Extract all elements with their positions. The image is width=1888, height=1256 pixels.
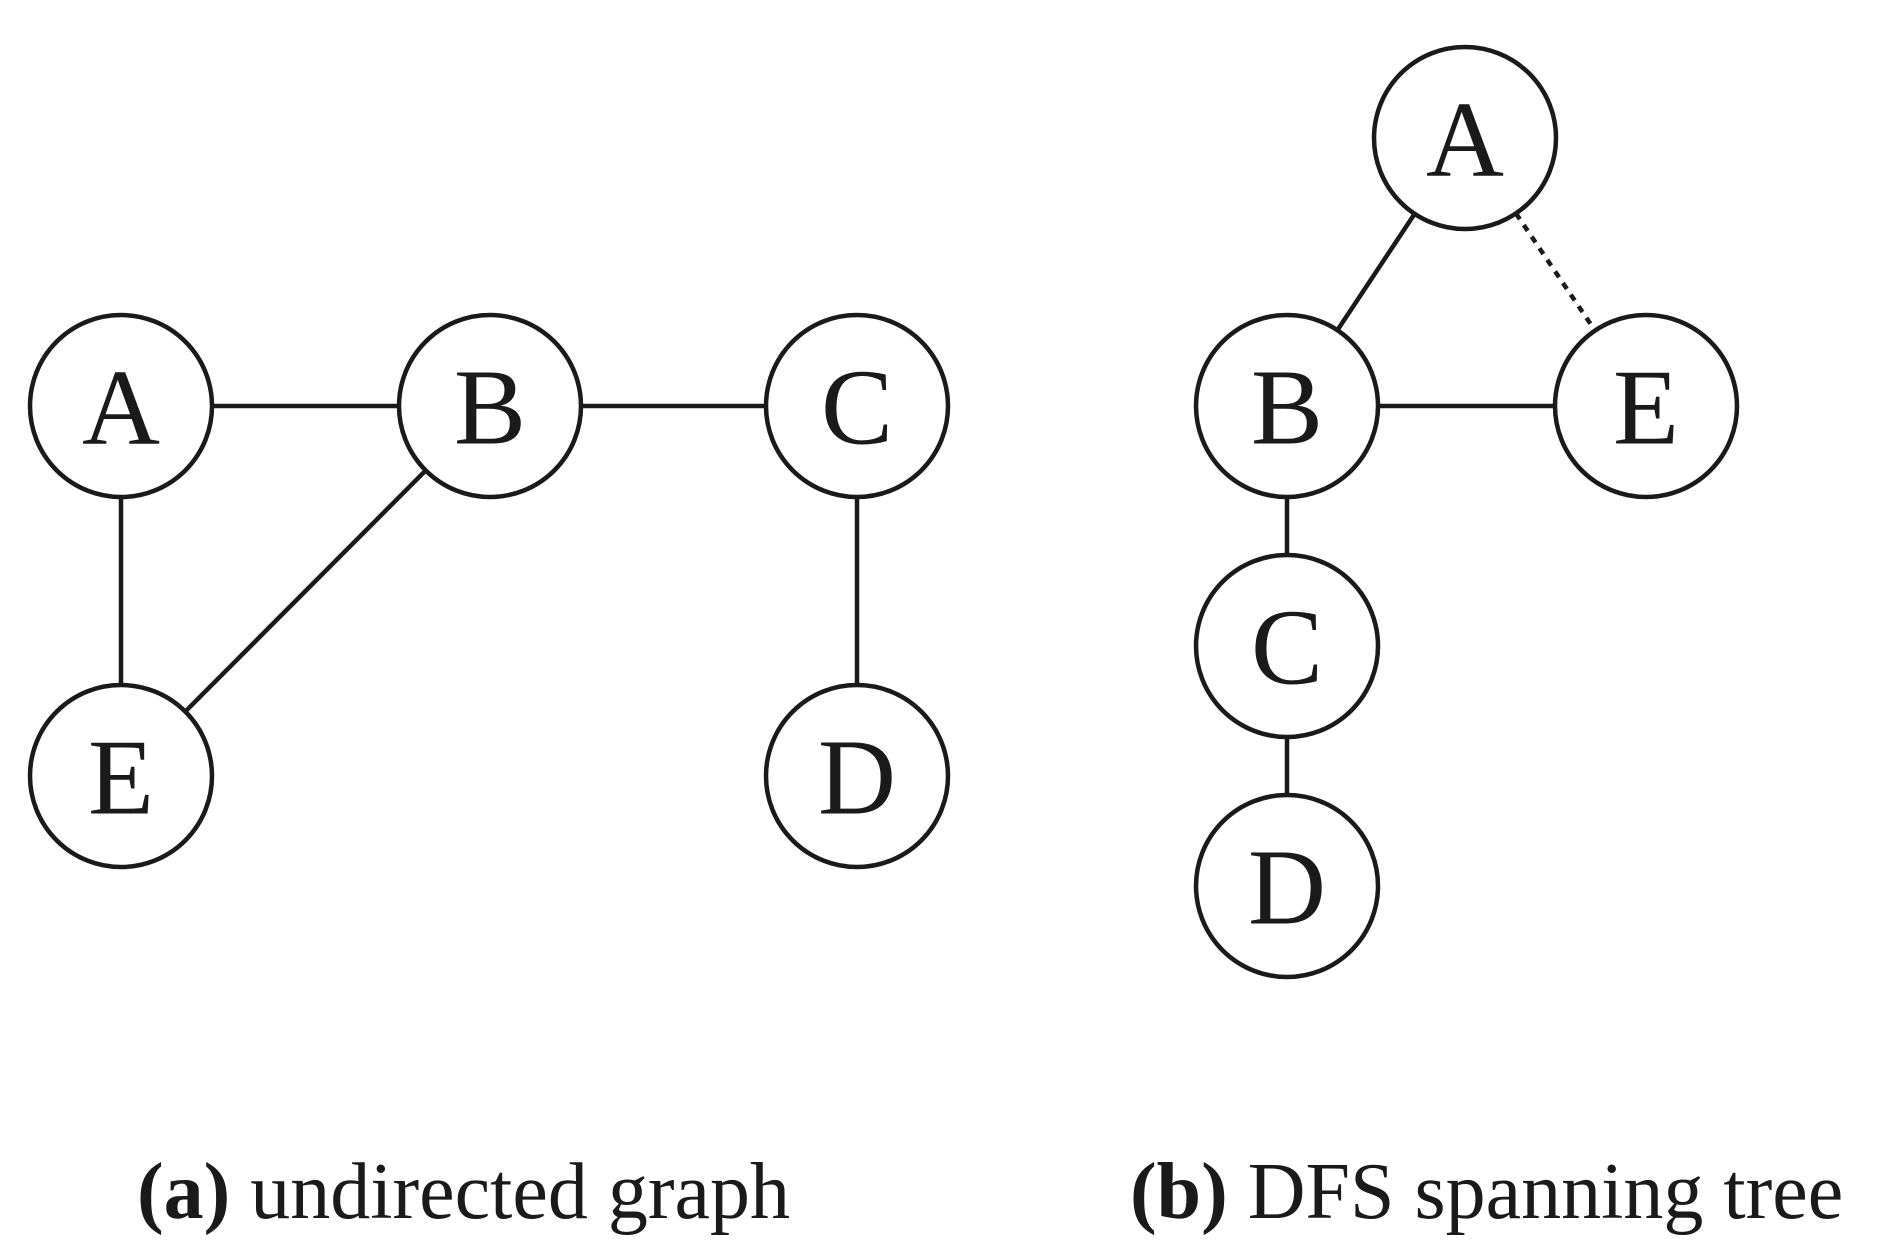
node-a-b: B <box>396 312 584 500</box>
node-circle <box>763 682 951 870</box>
node-b-e: E <box>1552 312 1740 500</box>
edge-b-a-b <box>1335 212 1417 332</box>
node-b-d: D <box>1193 792 1381 980</box>
node-label: A <box>1426 81 1504 200</box>
node-a-e: E <box>27 682 215 870</box>
node-label: D <box>818 719 896 838</box>
node-label: B <box>454 349 526 468</box>
node-a-d: D <box>763 682 951 870</box>
caption-a-tag: (a) <box>137 1148 230 1236</box>
node-b-b: B <box>1193 312 1381 500</box>
node-label: D <box>1248 829 1326 948</box>
node-a-c: C <box>763 312 951 500</box>
node-label: A <box>82 349 160 468</box>
node-label: E <box>88 719 154 838</box>
node-circle <box>1193 792 1381 980</box>
caption-b-text: DFS spanning tree <box>1228 1148 1844 1236</box>
node-b-a: A <box>1371 44 1559 232</box>
node-circle <box>1371 44 1559 232</box>
node-b-c: C <box>1193 552 1381 740</box>
node-label: C <box>821 349 893 468</box>
node-label: B <box>1251 349 1323 468</box>
node-circle <box>396 312 584 500</box>
node-circle <box>27 682 215 870</box>
node-circle <box>1552 312 1740 500</box>
node-circle <box>27 312 215 500</box>
node-label: E <box>1613 349 1679 468</box>
panel-undirected-graph: A B C D E <box>27 312 951 870</box>
node-circle <box>763 312 951 500</box>
node-a-a: A <box>27 312 215 500</box>
node-label: C <box>1251 589 1323 708</box>
edge-a-b-e <box>183 468 428 714</box>
caption-b: (b) DFS spanning tree <box>1130 1148 1843 1236</box>
caption-b-tag: (b) <box>1130 1148 1228 1236</box>
panel-dfs-spanning-tree: A B E C D <box>1193 44 1740 980</box>
node-circle <box>1193 312 1381 500</box>
caption-a-text: undirected graph <box>230 1148 790 1236</box>
node-circle <box>1193 552 1381 740</box>
caption-a: (a) undirected graph <box>137 1148 790 1236</box>
edge-b-a-e <box>1514 212 1597 332</box>
